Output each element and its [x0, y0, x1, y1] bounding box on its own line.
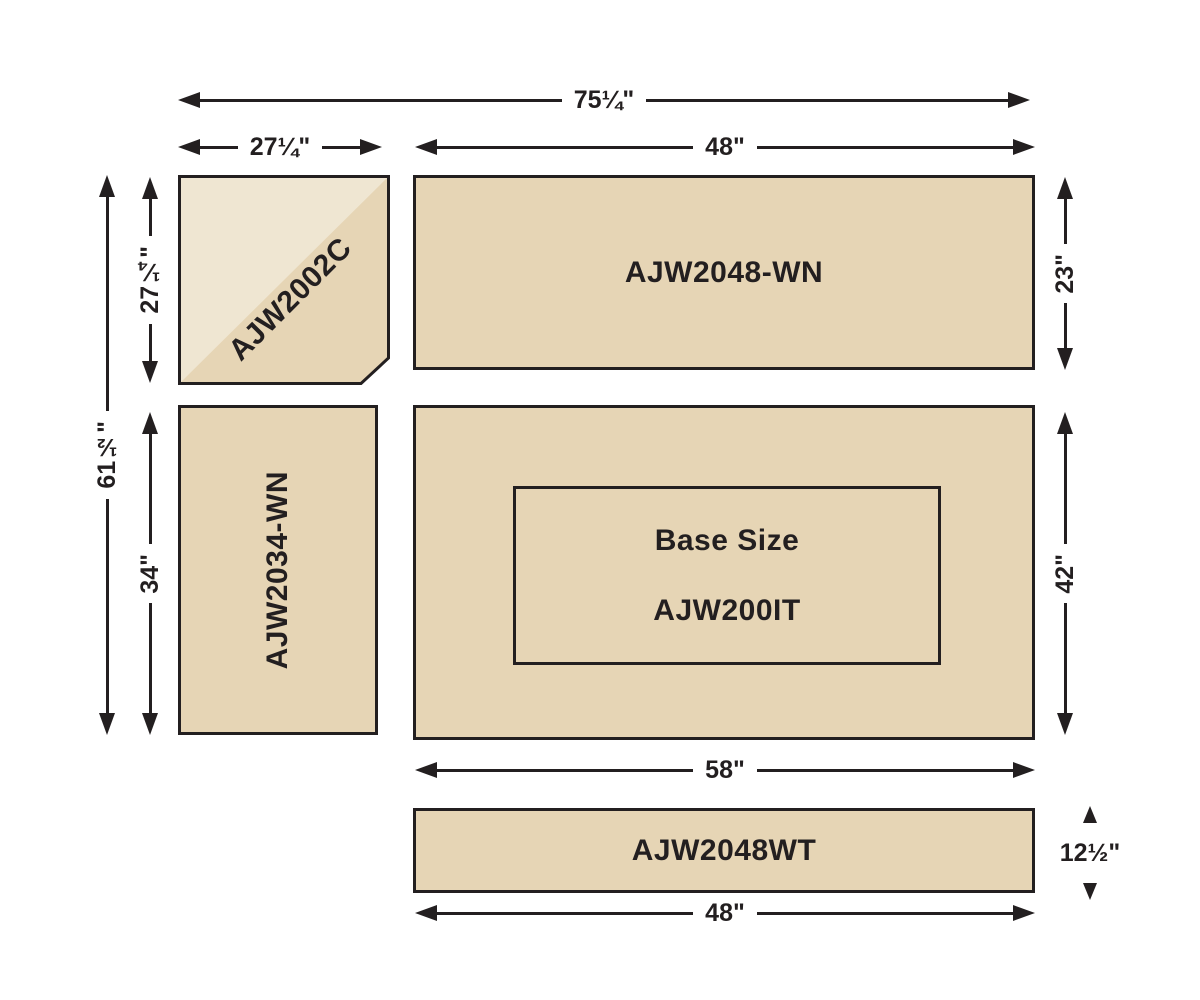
dimension-line: [437, 768, 694, 772]
base-inner-outline: Base Size AJW200IT: [513, 486, 941, 665]
bottom-panel-label: AJW2048WT: [631, 833, 817, 867]
dim-table-height-label: 12½": [1059, 838, 1121, 867]
dim-overall-height: 61½": [92, 175, 122, 736]
corner-piece-outline: [178, 175, 390, 385]
base-model-label: AJW200IT: [653, 593, 801, 627]
dimension-line: [105, 197, 109, 412]
dim-left-height-label: 34": [135, 553, 164, 594]
dimension-line: [646, 98, 1009, 102]
arrowhead-left-icon: [415, 139, 437, 155]
top-panel-label: AJW2048-WN: [624, 255, 824, 289]
arrowhead-right-icon: [360, 139, 383, 155]
arrowhead-left-icon: [178, 139, 200, 155]
corner-piece-highlight: [179, 176, 389, 384]
left-panel-label: AJW2034-WN: [261, 470, 294, 670]
base-panel: Base Size AJW200IT: [413, 405, 1035, 740]
dimension-line: [756, 911, 1014, 915]
dimension-line: [1063, 434, 1067, 544]
dim-left-height: 34": [135, 412, 165, 736]
dimension-line: [756, 768, 1014, 772]
arrowhead-right-icon: [1013, 905, 1036, 921]
arrowhead-down-icon: [142, 713, 158, 736]
dim-corner-width: 27¼": [178, 132, 383, 162]
dim-top-height-label: 23": [1050, 253, 1079, 294]
arrowhead-down-icon: [99, 713, 115, 736]
base-size-title: Base Size: [654, 523, 800, 557]
dimension-line: [148, 603, 152, 714]
dim-base-height-label: 42": [1050, 553, 1079, 594]
dimension-line: [148, 434, 152, 544]
dimension-line: [148, 199, 152, 237]
arrowhead-down-icon: [1057, 713, 1073, 736]
dim-corner-width-label: 27¼": [249, 132, 311, 161]
arrowhead-left-icon: [178, 92, 200, 108]
arrowhead-up-icon: [1057, 412, 1073, 434]
arrowhead-up-icon: [142, 412, 158, 434]
arrowhead-left-icon: [415, 905, 437, 921]
dim-table-width-label: 48": [705, 898, 745, 927]
dimension-line: [1063, 303, 1067, 349]
dim-overall-width-label: 75¼": [573, 85, 635, 114]
arrowhead-up-icon: [1083, 806, 1097, 823]
dim-base-width: 58": [415, 755, 1036, 785]
dim-base-height: 42": [1050, 412, 1080, 736]
corner-piece: AJW2002C: [178, 175, 390, 385]
dimension-line: [322, 145, 361, 149]
arrowhead-down-icon: [1083, 883, 1097, 900]
dimension-line: [148, 323, 152, 362]
dim-corner-height-label: 27¼": [135, 246, 164, 314]
dim-corner-height: 27¼": [135, 177, 165, 384]
left-panel: AJW2034-WN: [178, 405, 378, 735]
arrowhead-down-icon: [142, 361, 158, 384]
arrowhead-up-icon: [142, 177, 158, 199]
dim-overall-height-label: 61½": [92, 421, 121, 489]
arrowhead-left-icon: [415, 762, 437, 778]
dimension-line: [1063, 603, 1067, 714]
arrowhead-right-icon: [1008, 92, 1031, 108]
arrowhead-up-icon: [1057, 177, 1073, 199]
arrowhead-right-icon: [1013, 139, 1036, 155]
arrowhead-right-icon: [1013, 762, 1036, 778]
dim-overall-width: 75¼": [178, 85, 1031, 115]
dim-top-height: 23": [1050, 177, 1080, 371]
dim-base-width-label: 58": [705, 755, 745, 784]
dim-top-width-label: 48": [705, 132, 745, 161]
dimension-line: [756, 145, 1014, 149]
dimension-line: [437, 145, 694, 149]
bottom-panel: AJW2048WT: [413, 808, 1035, 893]
arrowhead-down-icon: [1057, 348, 1073, 371]
top-panel: AJW2048-WN: [413, 175, 1035, 370]
arrowhead-up-icon: [99, 175, 115, 197]
dimension-line: [200, 98, 562, 102]
dimension-line: [1063, 199, 1067, 244]
dim-table-width: 48": [415, 898, 1036, 928]
dimension-line: [437, 911, 694, 915]
dim-table-height: 12½": [1046, 806, 1134, 900]
dim-top-width: 48": [415, 132, 1036, 162]
dimension-line: [200, 145, 238, 149]
dimension-line: [105, 498, 109, 714]
